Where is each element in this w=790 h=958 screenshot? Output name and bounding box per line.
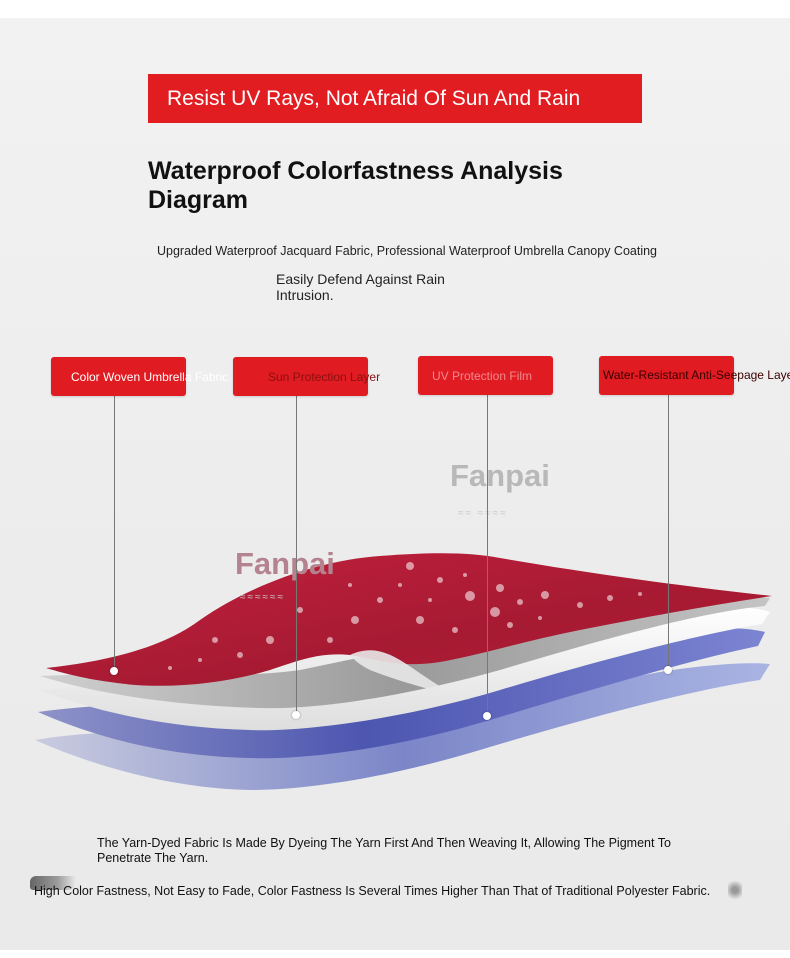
banner-text: Resist UV Rays, Not Afraid Of Sun And Ra… (167, 87, 581, 110)
watermark-fanpai-top: Fanpai (450, 458, 550, 493)
watermark-sub-top: ≈≈ ≈≈≈≈ (458, 508, 508, 519)
tagline: Easily Defend Against Rain Intrusion. (276, 271, 445, 303)
layer-label-1: Color Woven Umbrella Fabric (71, 370, 229, 384)
subtitle: Upgraded Waterproof Jacquard Fabric, Pro… (157, 244, 658, 258)
layer-label-box-3 (418, 356, 553, 395)
page-title: Waterproof Colorfastness Analysis Diagra… (148, 157, 563, 214)
watermark-fanpai-bottom: Fanpai (235, 546, 335, 581)
layer-label-box-2 (233, 357, 368, 396)
layer-label-box-1 (51, 357, 186, 396)
layer-label-3: UV Protection Film (432, 369, 533, 383)
layer-marker-2 (292, 711, 300, 719)
brush-splash-decoration (728, 878, 742, 902)
layer-label-box-4 (599, 356, 734, 395)
leader-line-3 (487, 395, 488, 715)
layer-marker-3 (483, 712, 491, 720)
caption-color-fastness: High Color Fastness, Not Easy to Fade, C… (34, 884, 711, 898)
headline-banner: Resist UV Rays, Not Afraid Of Sun And Ra… (148, 74, 642, 123)
layer-marker-4 (664, 666, 672, 674)
caption-yarn-dyed: The Yarn-Dyed Fabric Is Made By Dyeing T… (97, 836, 671, 865)
fabric-curl-shade (350, 650, 470, 700)
layer-marker-1 (110, 667, 118, 675)
layer-label-2: Sun Protection Layer (268, 370, 381, 384)
leader-line-2 (296, 396, 297, 714)
watermark-sub-bottom: ≈≈≈≈≈≈ (240, 592, 285, 603)
leader-line-4 (668, 395, 669, 671)
water-droplets (168, 562, 642, 670)
leader-line-1 (114, 396, 115, 668)
red-fabric-layer (46, 553, 772, 686)
layer-label-4: Water-Resistant Anti-Seepage Layer (603, 368, 790, 382)
brush-stroke-decoration (30, 876, 76, 890)
background-panel (0, 18, 790, 950)
